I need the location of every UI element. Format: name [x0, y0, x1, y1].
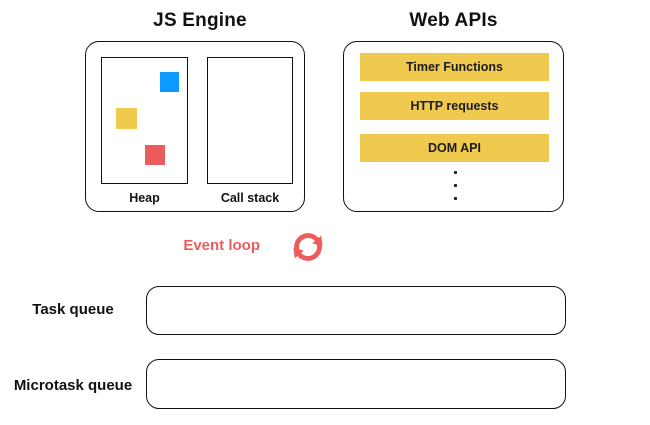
web-api-item-timer-functions: Timer Functions: [360, 53, 549, 81]
microtask-queue-label: Microtask queue: [13, 377, 133, 394]
task-queue-label: Task queue: [32, 301, 114, 318]
task-queue-box: [146, 286, 566, 335]
web-api-item-dom-api: DOM API: [360, 134, 549, 162]
js-engine-title: JS Engine: [153, 10, 247, 31]
vertical-ellipsis-icon: [440, 171, 470, 200]
heap-object-blue: [160, 72, 179, 92]
microtask-queue-box: [146, 359, 566, 409]
web-api-item-http-requests: HTTP requests: [360, 92, 549, 120]
heap-object-red: [145, 145, 165, 165]
heap-label: Heap: [129, 191, 160, 205]
call-stack-box: [207, 57, 293, 184]
web-apis-container: Timer Functions HTTP requests DOM API: [343, 41, 564, 212]
web-apis-title: Web APIs: [409, 10, 498, 31]
refresh-cycle-icon: [287, 225, 329, 269]
js-engine-container: Heap Call stack: [85, 41, 305, 212]
call-stack-label: Call stack: [220, 191, 280, 205]
heap-box: [101, 57, 188, 184]
heap-object-yellow: [116, 108, 137, 129]
event-loop-label: Event loop: [183, 237, 260, 254]
